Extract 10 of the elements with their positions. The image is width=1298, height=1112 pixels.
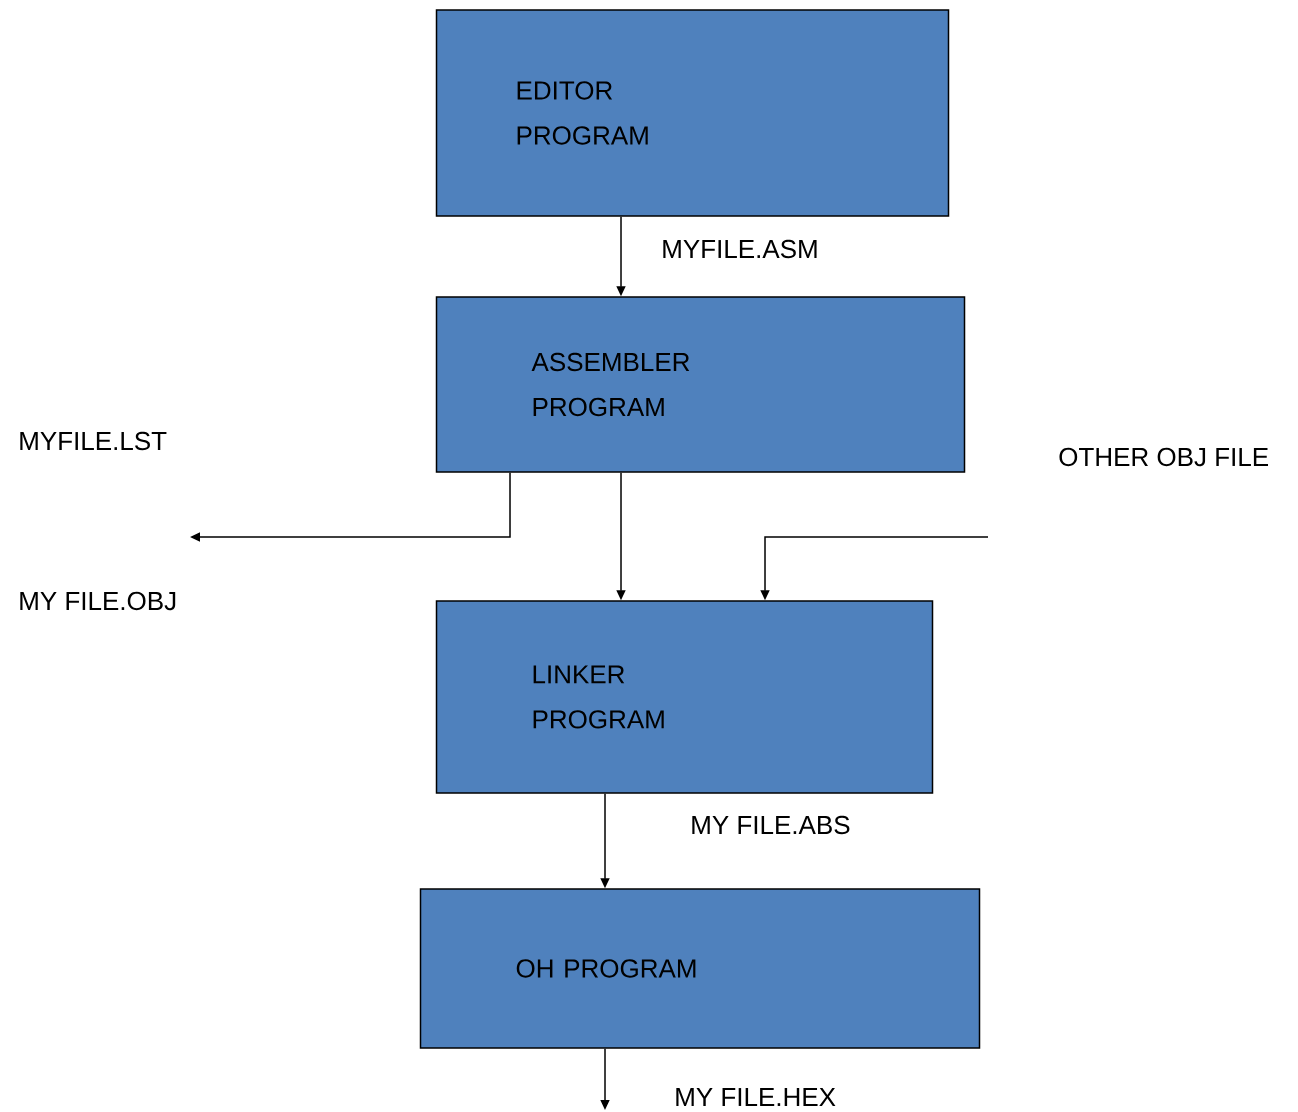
file-label: MY FILE.OBJ [20,591,176,611]
process-box: LINKER PROGRAM [435,600,934,794]
process-box: OH PROGRAM [419,888,981,1049]
edge-label: OTHER OBJ FILE [1057,446,1271,468]
edge-label: MY FILE.ABS [689,814,852,836]
process-box: EDITOR PROGRAM [435,9,950,217]
edge-label: MY FILE.HEX [673,1087,838,1107]
edge-label: MYFILE.ASM [660,238,820,260]
file-label: MYFILE.LST [20,431,167,451]
process-box: ASSEMBLER PROGRAM [435,296,966,473]
